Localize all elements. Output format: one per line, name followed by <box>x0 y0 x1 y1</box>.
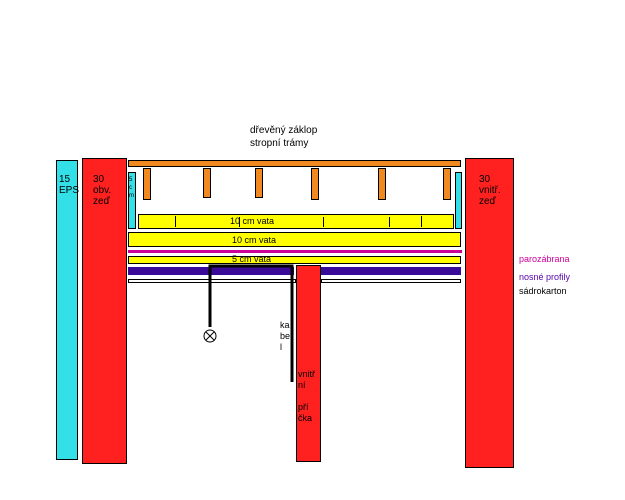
eps-insulation <box>56 160 78 460</box>
beam <box>443 168 451 200</box>
insulation-layer-1-label: 10 cm vata <box>230 216 275 226</box>
beam <box>255 168 263 198</box>
insulation-layer-1 <box>138 214 454 229</box>
insulation-layer-2-label: 10 cm vata <box>232 235 277 245</box>
vapor-barrier <box>128 250 462 253</box>
eps-label: 15 EPS <box>59 174 80 196</box>
profiles-label: nosné profily <box>519 272 571 282</box>
vapor-barrier-label: parozábrana <box>519 254 570 264</box>
cable-label: ka be l <box>280 320 291 352</box>
floor-label: dřevěný záklop <box>250 125 318 136</box>
cable-line <box>208 264 294 382</box>
beams-label: stropní trámy <box>250 138 309 149</box>
light-fixture-icon <box>203 329 217 343</box>
beam <box>143 168 151 200</box>
insulation-layer-3-label: 5 cm vata <box>232 254 272 264</box>
outer-wall-label: 30 obv. zeď <box>93 174 112 207</box>
plasterboard-left <box>128 279 296 283</box>
wooden-decking <box>128 160 461 167</box>
plasterboard-right <box>321 279 461 283</box>
insulation-layer-3 <box>128 256 461 264</box>
supporting-profiles-right <box>321 267 461 275</box>
outer-wall <box>82 158 127 464</box>
plasterboard-label: sádrokarton <box>519 286 567 296</box>
beam <box>203 168 211 198</box>
inner-wall-label: 30 vnitř. zeď <box>479 174 501 207</box>
beam <box>378 168 386 200</box>
insulation-layer-2 <box>128 232 461 247</box>
beam <box>311 168 319 200</box>
edge-insulation-right <box>455 172 462 229</box>
inner-wall <box>465 158 514 468</box>
interior-partition <box>296 265 321 462</box>
edge-insulation-left <box>128 172 136 229</box>
partition-label: vnitř ní pří čka <box>298 369 316 423</box>
edge-insulation-label: 5 c m <box>129 177 134 199</box>
